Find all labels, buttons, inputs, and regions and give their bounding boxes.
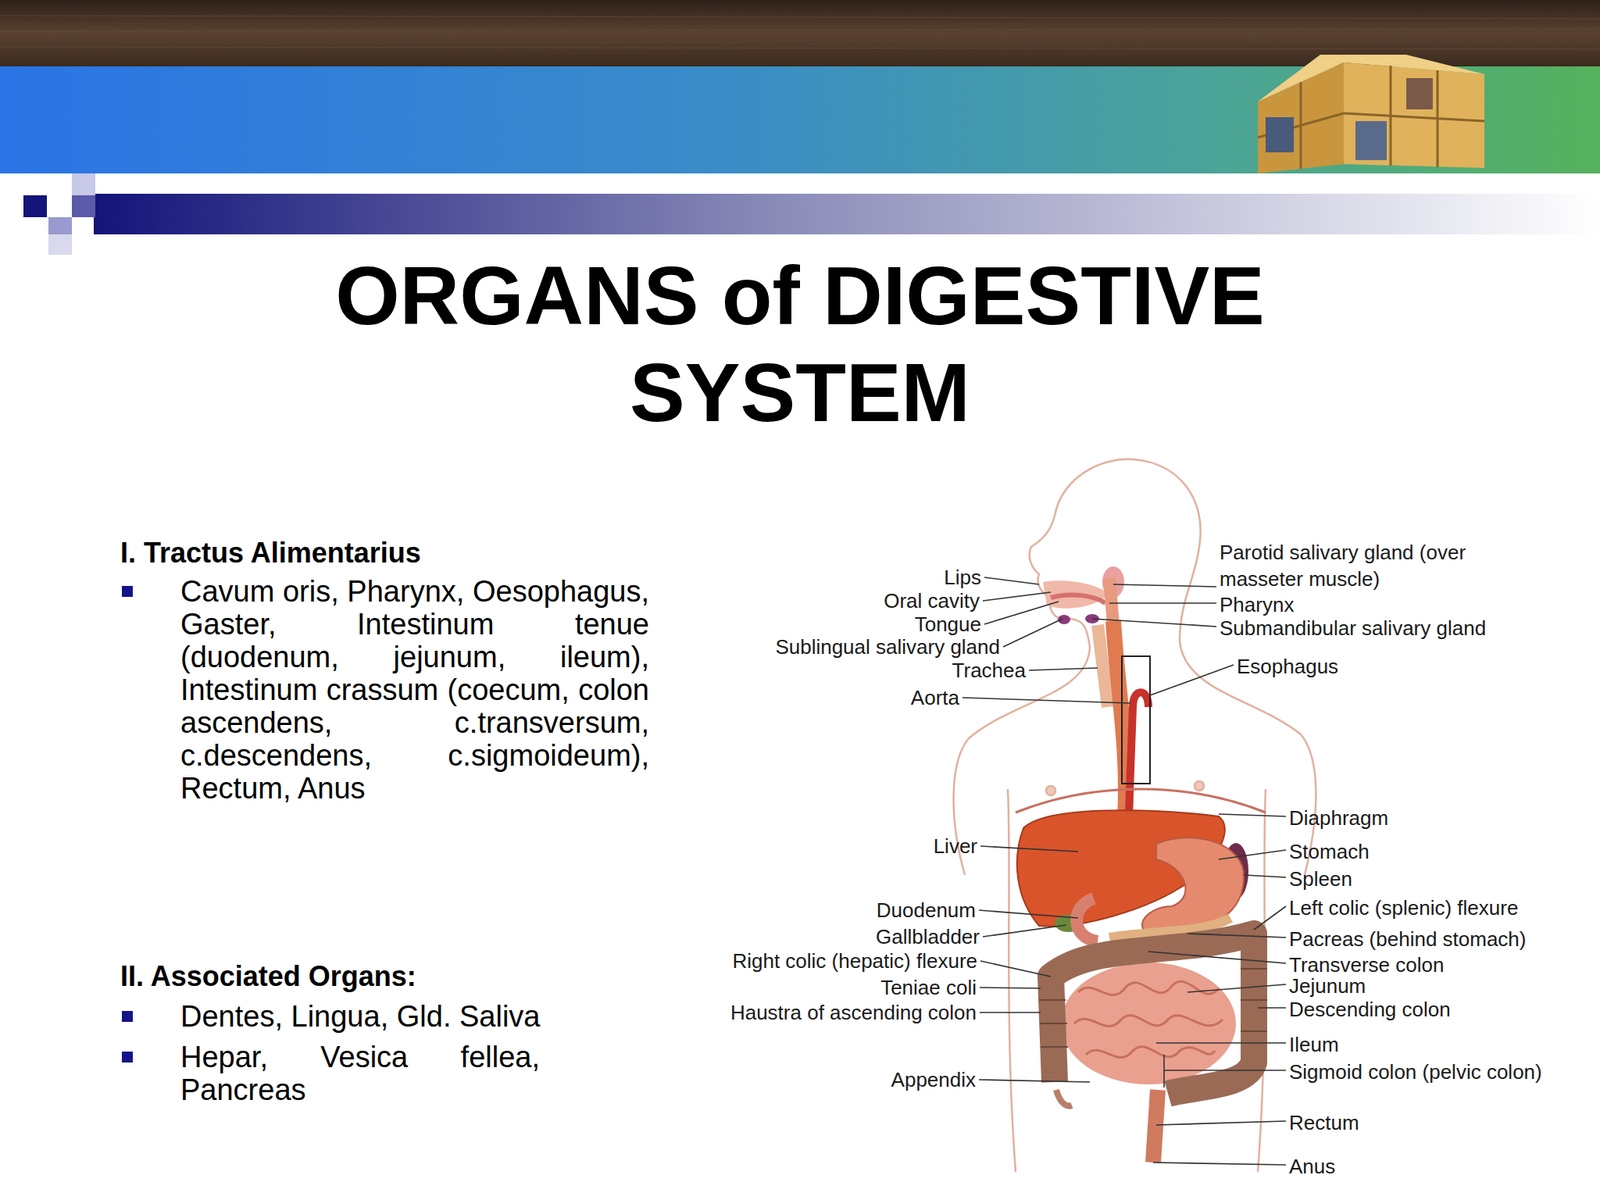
- duodenum: [1076, 898, 1098, 942]
- appendix: [1056, 1089, 1072, 1107]
- cube-picture: [1257, 54, 1485, 174]
- organ-label: Tongue: [914, 612, 982, 636]
- bullet: [121, 585, 133, 597]
- organ-label: Pharynx: [1219, 591, 1294, 618]
- slide-title: ORGANS of DIGESTIVE SYSTEM: [253, 246, 1347, 441]
- organ-label: Submandibular salivary gland: [1219, 614, 1486, 642]
- aorta: [1128, 692, 1149, 813]
- organ-label: Descending colon: [1289, 996, 1451, 1023]
- section-heading: II. Associated Organs:: [120, 960, 668, 993]
- bullet-text: Hepar, Vesica fellea, Pancreas: [180, 1040, 540, 1107]
- organ-label: Parotid salivary gland (over masseter mu…: [1219, 539, 1470, 593]
- esophagus-bracket: [1121, 656, 1150, 784]
- small-intestine: [1060, 962, 1236, 1085]
- body-outline: [953, 459, 1317, 1172]
- haustra: [1039, 968, 1268, 1047]
- organ-label: Esophagus: [1236, 653, 1339, 680]
- organ-label: Oral cavity: [883, 589, 980, 613]
- organ-label: Gallbladder: [875, 925, 980, 949]
- organ-label: Lips: [943, 565, 982, 590]
- organ-label: Left colic (splenic) flexure: [1289, 894, 1518, 922]
- organ-label: Teniae coli: [880, 975, 977, 1000]
- section-heading: I. Tractus Alimentarius: [120, 537, 668, 569]
- bullet-text: Dentes, Lingua, Gld. Saliva: [180, 1000, 650, 1033]
- bullet: [121, 1051, 133, 1063]
- organ-label: Pacreas (behind stomach): [1289, 925, 1526, 953]
- organ-label: Anus: [1289, 1153, 1336, 1180]
- organ-label: Duodenum: [876, 898, 976, 922]
- organ-label: Appendix: [891, 1067, 976, 1092]
- organ-label: Haustra of ascending colon: [730, 1000, 977, 1025]
- organ-label: Sublingual salivary gland: [775, 635, 1000, 659]
- diaphragm: [1015, 789, 1266, 813]
- corner-squares: [23, 173, 96, 255]
- navy-bar: [93, 193, 1600, 235]
- organ-label: Trachea: [952, 658, 1026, 683]
- organ-label: Stomach: [1289, 838, 1370, 865]
- organ-label: Liver: [933, 834, 978, 858]
- organ-label: Sigmoid colon (pelvic colon): [1289, 1058, 1543, 1086]
- organ-label: Diaphragm: [1289, 804, 1389, 832]
- tongue: [1050, 594, 1106, 604]
- organ-label: Spleen: [1289, 865, 1353, 893]
- oral-cavity: [1042, 580, 1110, 609]
- organ-label: Ileum: [1289, 1031, 1340, 1058]
- pharynx: [1109, 578, 1114, 625]
- organ-label: Jejunum: [1289, 972, 1366, 1000]
- bullet: [121, 1010, 133, 1022]
- rectum: [1153, 1089, 1158, 1163]
- trachea: [1097, 625, 1108, 708]
- esophagus: [1113, 621, 1126, 817]
- bullet-text: Cavum oris, Pharynx, Oesophagus, Gaster,…: [180, 575, 650, 805]
- organ-label: Rectum: [1289, 1109, 1360, 1136]
- organ-label: Aorta: [910, 685, 960, 710]
- intestine-loops: [1074, 981, 1223, 1058]
- organ-label: Right colic (hepatic) flexure: [732, 949, 978, 973]
- organ-label: Transverse colon: [1289, 951, 1444, 979]
